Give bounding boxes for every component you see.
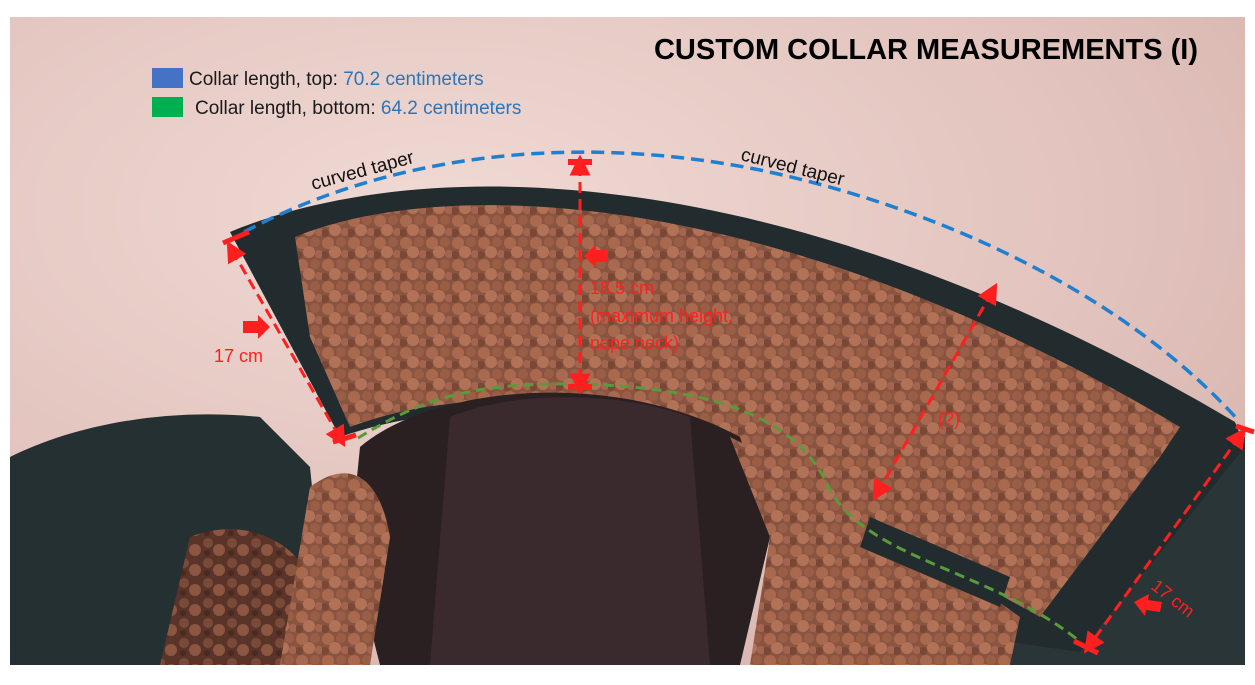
left-measure-tick-bottom — [332, 432, 357, 445]
legend-swatch-top — [152, 68, 183, 88]
left-height-label: 17 cm — [214, 346, 263, 366]
unknown-measure-label: (?) — [938, 409, 960, 429]
bottom-collar-line — [357, 382, 1079, 642]
legend-label-top: Collar length, top: — [189, 69, 343, 90]
left-arrow-icon — [243, 315, 270, 339]
right-measure-tick-top — [1235, 423, 1255, 435]
left-measure-line — [226, 240, 346, 448]
taper-label-left: curved taper — [309, 147, 417, 195]
legend-label-bottom: Collar length, bottom: — [195, 98, 381, 119]
right-arrow-icon — [1134, 594, 1162, 616]
center-arrow-icon — [584, 244, 608, 268]
right-measure-line — [1083, 427, 1247, 654]
left-measure-tick-top — [222, 229, 250, 246]
legend-swatch-bottom — [152, 97, 183, 117]
legend-item-top: Collar length, top: 70.2 centimeters — [189, 69, 484, 90]
page-title: CUSTOM COLLAR MEASUREMENTS (I) — [654, 34, 1198, 66]
legend-value-top: 70.2 centimeters — [343, 69, 483, 90]
right-height-label: 17 cm — [1148, 575, 1199, 621]
taper-label-right: curved taper — [739, 144, 847, 190]
legend-value-bottom: 64.2 centimeters — [381, 98, 521, 119]
center-height-line1: 18.5 cm — [590, 278, 654, 298]
center-height-line3: nape neck) — [590, 333, 679, 353]
center-height-line2: (maximum height, — [590, 306, 733, 326]
right-measure-tick-bottom — [1072, 638, 1100, 656]
legend-item-bottom: Collar length, bottom: 64.2 centimeters — [195, 98, 521, 119]
collar-photo — [10, 17, 1245, 665]
top-collar-line — [243, 150, 1240, 422]
diagonal-measure-line — [872, 282, 998, 502]
